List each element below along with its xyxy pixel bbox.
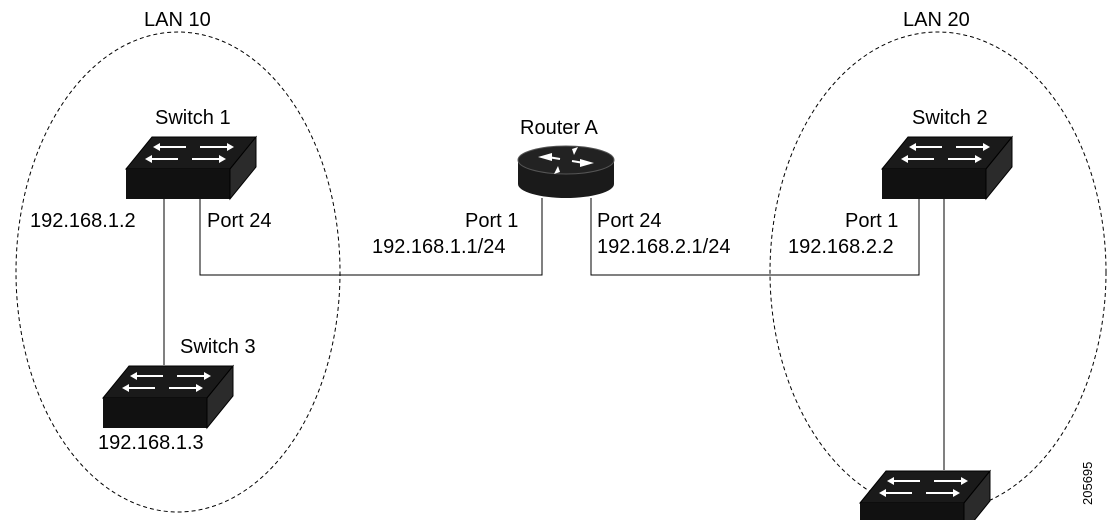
lan20-label: LAN 20 xyxy=(903,9,970,31)
switch3-ip: 192.168.1.3 xyxy=(98,432,204,454)
switch2-icon xyxy=(881,136,1013,200)
switch4-icon xyxy=(859,470,991,520)
lan20-boundary xyxy=(769,31,1107,513)
switch2-label: Switch 2 xyxy=(912,107,988,129)
switch1-label: Switch 1 xyxy=(155,107,231,129)
router-left-port: Port 1 xyxy=(465,210,518,232)
switch3-icon xyxy=(102,365,234,429)
router-icon xyxy=(517,145,615,198)
switch1-icon xyxy=(125,136,257,200)
lan10-boundary xyxy=(15,31,341,513)
router-right-port: Port 24 xyxy=(597,210,661,232)
switch2-port: Port 1 xyxy=(845,210,898,232)
switch3-label: Switch 3 xyxy=(180,336,256,358)
router-label: Router A xyxy=(520,117,598,139)
router-right-ip: 192.168.2.1/24 xyxy=(597,236,730,258)
lan10-label: LAN 10 xyxy=(144,9,211,31)
switch2-ip: 192.168.2.2 xyxy=(788,236,894,258)
switch1-port: Port 24 xyxy=(207,210,271,232)
link-switch1-router xyxy=(199,198,543,276)
switch1-ip: 192.168.1.2 xyxy=(30,210,136,232)
link-router-switch2 xyxy=(590,198,920,276)
figure-id: 205695 xyxy=(1080,462,1095,505)
router-left-ip: 192.168.1.1/24 xyxy=(372,236,505,258)
